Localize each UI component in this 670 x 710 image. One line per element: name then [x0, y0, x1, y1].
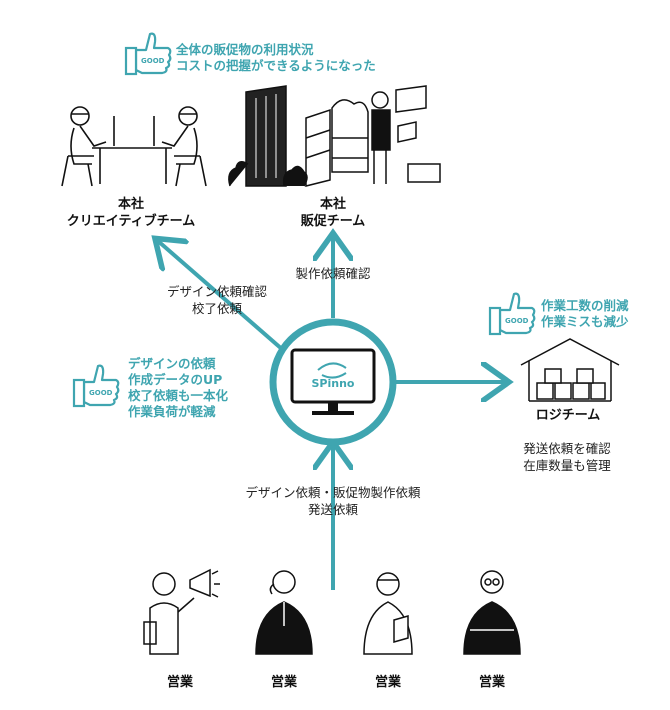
thumbs-up-icon: [124, 32, 172, 76]
salesperson-label: 営業: [374, 675, 401, 690]
good-note-line: 作業工数の削減: [541, 298, 629, 313]
logi-desc-line: 在庫数量も管理: [523, 458, 611, 473]
salesperson-1-illustration: [143, 568, 220, 655]
monitor-icon: [290, 348, 376, 415]
logi-team-label: ロジチーム: [535, 408, 601, 423]
good-badge: GOOD: [505, 317, 529, 325]
arrow-to-creative: [158, 241, 285, 352]
logi-team-desc: 発送依頼を確認 在庫数量も管理: [512, 440, 622, 474]
good-note-line: 全体の販促物の利用状況: [176, 42, 314, 57]
flow-line: デザイン依頼確認: [166, 284, 267, 299]
good-note-logistics: 作業工数の削減 作業ミスも減少: [541, 298, 629, 330]
good-note-line: 作業ミスも減少: [541, 314, 629, 329]
flow-label-from-sales: デザイン依頼・販促物製作依頼 発送依頼: [223, 484, 443, 518]
flow-line: デザイン依頼・販促物製作依頼: [245, 485, 421, 500]
salesperson-3-illustration: [363, 572, 413, 655]
salesperson-2-illustration: [255, 570, 313, 655]
good-badge: GOOD: [141, 57, 165, 65]
salesperson-label: 営業: [478, 675, 505, 690]
good-note-creative: デザインの依頼 作成データのUP 校了依頼も一本化 作業負荷が軽減: [128, 356, 228, 420]
good-note-line: コストの把握ができるようになった: [176, 58, 376, 73]
good-note-hq-sales: 全体の販促物の利用状況 コストの把握ができるようになった: [176, 42, 376, 74]
thumbs-up-icon: [72, 364, 120, 408]
promo-team-illustration: [228, 85, 441, 187]
logi-desc-line: 発送依頼を確認: [523, 441, 611, 456]
node-line: クリエイティブチーム: [66, 214, 196, 229]
good-note-line: 校了依頼も一本化: [128, 388, 229, 403]
flow-line: 校了依頼: [191, 301, 242, 316]
node-line: 販促チーム: [300, 214, 366, 229]
warehouse-illustration: [520, 338, 620, 402]
node-line: 本社: [117, 197, 144, 212]
creative-team-label: 本社 クリエイティブチーム: [56, 196, 206, 230]
salesperson-label: 営業: [270, 675, 297, 690]
creative-team-illustration: [61, 106, 207, 187]
salesperson-4-illustration: [463, 570, 521, 655]
good-badge: GOOD: [89, 389, 113, 397]
flow-label-to-creative: デザイン依頼確認 校了依頼: [152, 283, 282, 317]
good-note-line: デザインの依頼: [128, 356, 216, 371]
thumbs-up-icon: [488, 292, 536, 336]
promo-team-label: 本社 販促チーム: [258, 196, 408, 230]
good-note-line: 作業負荷が軽減: [128, 404, 216, 419]
flow-label-to-promo: 製作依頼確認: [295, 266, 371, 281]
salesperson-label: 営業: [166, 675, 193, 690]
node-line: 本社: [319, 197, 346, 212]
center-logo-text: SPinno: [311, 377, 355, 390]
flow-line: 発送依頼: [307, 502, 358, 517]
good-note-line: 作成データのUP: [128, 372, 223, 387]
